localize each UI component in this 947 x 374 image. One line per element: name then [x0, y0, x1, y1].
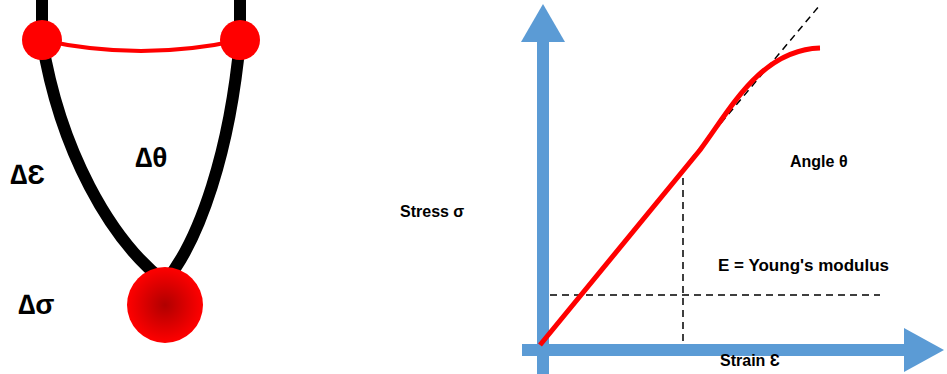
atom-circle: [220, 20, 260, 60]
x-axis: [522, 344, 906, 356]
label-holder: Angle θ: [790, 153, 848, 171]
guide-line: [550, 294, 880, 296]
axis-arrowhead: [904, 328, 944, 372]
modulus-label: E = Young's modulus: [718, 257, 889, 276]
delta-label: ∆θ: [135, 143, 167, 174]
delta-label: ∆σ: [18, 290, 54, 321]
delta-label: ∆Ɛ: [10, 160, 45, 191]
axis-label: Strain Ɛ: [720, 352, 780, 370]
label-holder: ∆σ: [18, 290, 54, 321]
stress-strain-curve: [540, 48, 820, 345]
label-holder: ∆θ: [135, 143, 167, 174]
axis-arrowhead: [521, 4, 565, 42]
label-holder: E = Young's modulus: [718, 257, 889, 276]
axis-label: Stress σ: [400, 203, 464, 221]
guide-line: [682, 178, 684, 344]
label-holder: ∆Ɛ: [10, 160, 45, 191]
weight-circle: [127, 267, 203, 343]
bond-line: [42, 40, 240, 51]
angle-label: Angle θ: [790, 153, 848, 171]
atom-circle: [22, 20, 62, 60]
label-holder: Stress σ: [400, 203, 464, 221]
label-holder: Strain Ɛ: [720, 352, 780, 370]
y-axis: [537, 40, 549, 374]
